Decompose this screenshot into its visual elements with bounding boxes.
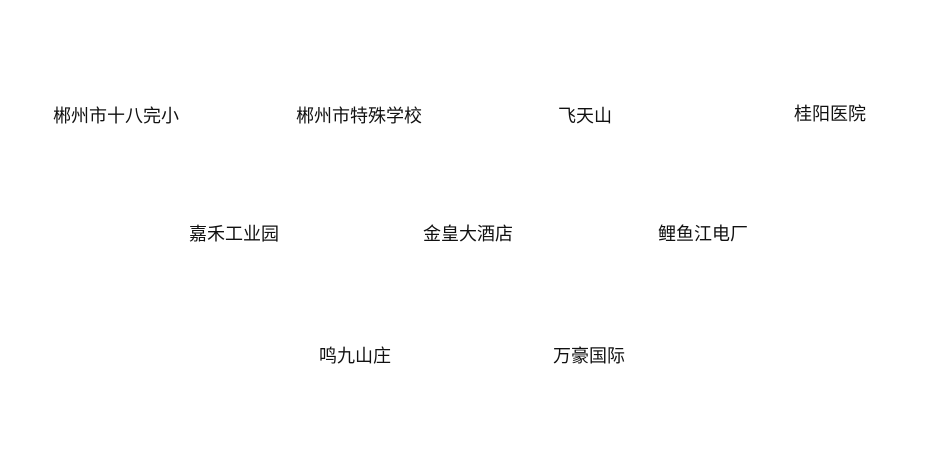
place-link-liyujiang-power-plant[interactable]: 鲤鱼江电厂 [658, 224, 748, 245]
place-link-chenzhou-special-school[interactable]: 郴州市特殊学校 [296, 106, 422, 127]
place-link-mingjiu-villa[interactable]: 鸣九山庄 [319, 346, 391, 367]
place-link-chenzhou-no18-primary[interactable]: 郴州市十八完小 [53, 106, 179, 127]
place-link-guiyang-hospital[interactable]: 桂阳医院 [794, 104, 866, 125]
place-link-feitianshan[interactable]: 飞天山 [558, 106, 612, 127]
place-link-jinhuang-hotel[interactable]: 金皇大酒店 [423, 224, 513, 245]
place-link-jiahe-industrial-park[interactable]: 嘉禾工业园 [189, 224, 279, 245]
place-link-wanhao-international[interactable]: 万豪国际 [553, 346, 625, 367]
